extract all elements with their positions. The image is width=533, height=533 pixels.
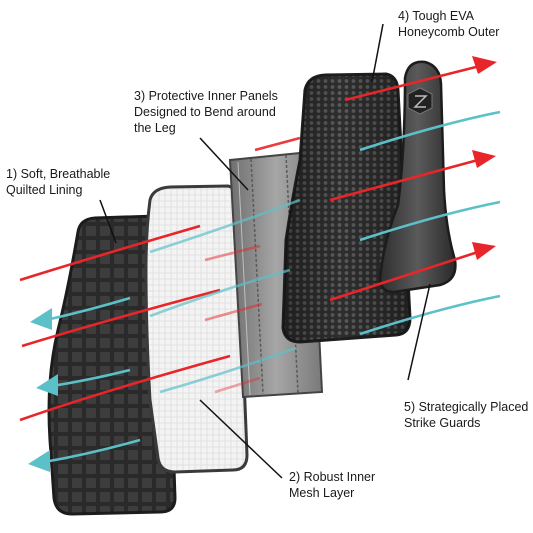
label-line: 5) Strategically Placed	[404, 400, 529, 414]
airflow-in-arrow-icon	[359, 110, 501, 152]
heat-out-arrow-icon	[254, 136, 301, 152]
label-protective-panels: 3) Protective Inner Panels Designed to B…	[134, 88, 278, 136]
airflow-in-arrow-icon	[43, 438, 141, 464]
heat-out-arrow-icon	[344, 64, 481, 102]
label-line: 3) Protective Inner Panels	[134, 89, 278, 103]
label-line: Honeycomb Outer	[398, 25, 500, 39]
airflow-in-arrow-icon	[159, 346, 297, 394]
label-line: 1) Soft, Breathable	[6, 167, 111, 181]
heat-out-arrow-icon	[204, 244, 261, 262]
label-inner-mesh: 2) Robust Inner Mesh Layer	[289, 469, 375, 501]
leader-lines	[99, 23, 431, 479]
heat-out-arrow-icon	[19, 354, 231, 422]
airflow-in-arrow-icon	[149, 268, 291, 318]
label-line: 2) Robust Inner	[289, 470, 376, 484]
label-line: Strike Guards	[404, 416, 481, 430]
airflow-in-arrow-icon	[45, 296, 131, 322]
heat-out-arrow-icon	[329, 250, 479, 302]
airflow-in-arrow-icon	[359, 200, 501, 242]
label-line: 4) Tough EVA	[398, 9, 474, 23]
honeycomb-outer-layer	[281, 72, 412, 344]
airflow-in-arrow-icon	[359, 294, 501, 336]
label-line: Designed to Bend around	[134, 105, 276, 119]
label-line: the Leg	[134, 121, 176, 135]
heat-out-arrow-icon	[19, 224, 201, 282]
inner-mesh-layer	[144, 184, 249, 474]
airflow-in-arrow-icon	[149, 198, 301, 254]
brand-logo-icon	[407, 87, 433, 115]
label-quilted-lining: 1) Soft, Breathable Quilted Lining	[6, 166, 110, 198]
airflow-in-arrow-icon	[51, 368, 131, 388]
heat-out-arrow-icon	[21, 288, 221, 348]
heat-out-arrows	[19, 56, 497, 422]
heat-out-arrow-icon	[214, 376, 261, 394]
heat-out-arrow-icon	[204, 302, 263, 322]
heat-out-arrow-icon	[329, 158, 479, 202]
label-line: Mesh Layer	[289, 486, 355, 500]
label-honeycomb-outer: 4) Tough EVA Honeycomb Outer	[398, 8, 499, 40]
label-strike-guards: 5) Strategically Placed Strike Guards	[404, 399, 528, 431]
airflow-in-arrows	[28, 110, 501, 472]
label-line: Quilted Lining	[6, 183, 83, 197]
